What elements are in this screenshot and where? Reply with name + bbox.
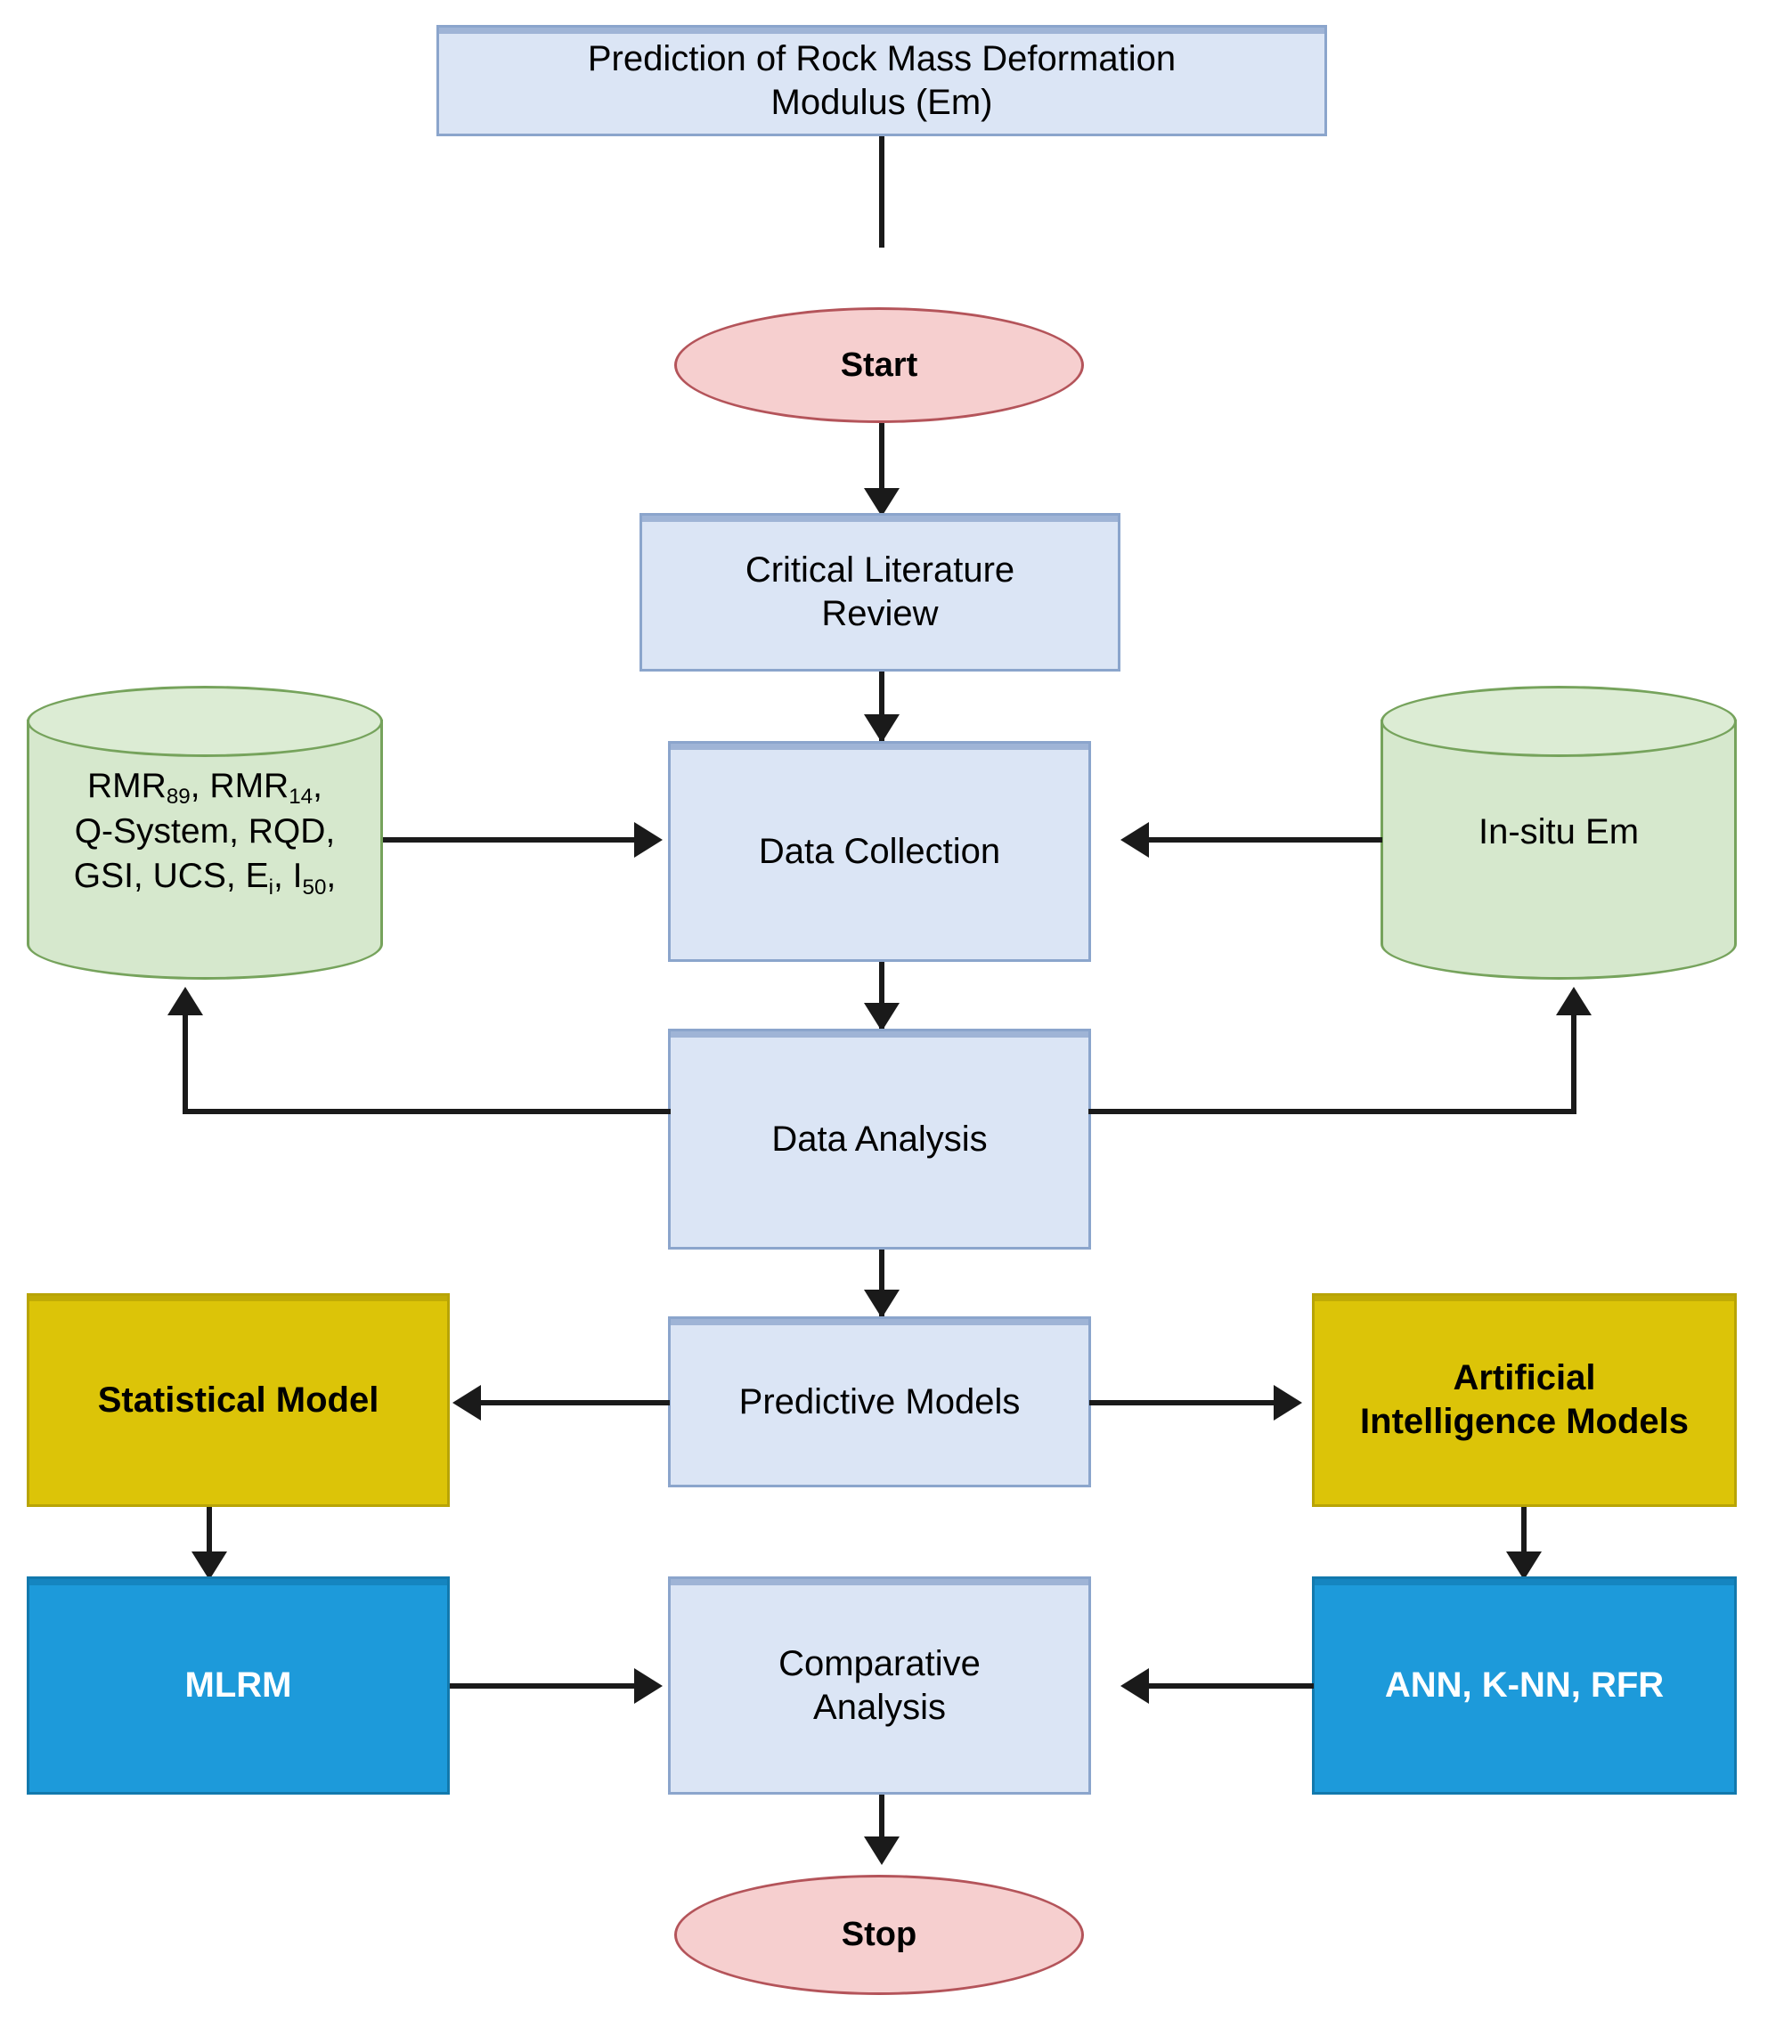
review-line-2: Review	[821, 594, 939, 633]
arrow-predictive-to-statistical	[452, 1385, 481, 1421]
db-line1-b: RMR	[209, 766, 289, 805]
ai-methods-label: ANN, K-NN, RFR	[1384, 1665, 1665, 1706]
db-line3-mid: , I	[273, 857, 303, 896]
arrow-analysis-to-inputdb	[167, 987, 203, 1015]
connector-analysis-to-insitudb-vertical	[1571, 1015, 1576, 1112]
db-line1-a: RMR	[87, 766, 167, 805]
comparative-analysis-box[interactable]: Comparative Analysis	[668, 1576, 1091, 1795]
arrow-analysis-to-predictive	[864, 1290, 900, 1318]
arrow-collection-to-analysis	[864, 1003, 900, 1031]
connector-insitudb-to-collection	[1149, 837, 1382, 843]
connector-review-to-collection	[879, 672, 884, 743]
connector-collection-to-analysis	[879, 962, 884, 1031]
db-line1-tail: ,	[313, 766, 322, 805]
in-situ-em-label: In-situ Em	[1478, 812, 1640, 851]
arrow-comparative-to-stop	[864, 1836, 900, 1865]
arrow-mlrm-to-comparative	[634, 1668, 663, 1704]
connector-predictive-to-statistical	[481, 1400, 670, 1405]
arrow-statistical-to-mlrm	[191, 1551, 227, 1580]
start-terminator[interactable]: Start	[674, 307, 1084, 423]
start-label: Start	[840, 346, 918, 384]
in-situ-em-database[interactable]: In-situ Em	[1381, 686, 1737, 980]
cylinder-body	[27, 720, 383, 944]
title-box[interactable]: Prediction of Rock Mass Deformation Modu…	[436, 25, 1327, 136]
cylinder-top-ellipse	[27, 686, 383, 757]
connector-analysis-to-insitudb-horizontal	[1088, 1109, 1576, 1114]
ai-methods-box[interactable]: ANN, K-NN, RFR	[1312, 1576, 1737, 1795]
cylinder-top-ellipse	[1381, 686, 1737, 757]
input-parameters-database[interactable]: RMR89, RMR14, Q-System, RQD, GSI, UCS, E…	[27, 686, 383, 980]
comparative-line-2: Analysis	[813, 1687, 946, 1727]
db-line1-b-sub: 14	[289, 785, 314, 810]
db-line1-sep: ,	[190, 766, 210, 805]
comparative-line-1: Comparative	[778, 1643, 981, 1683]
db-line1-a-sub: 89	[166, 785, 191, 810]
connector-title-to-start	[879, 136, 884, 248]
mlrm-label: MLRM	[184, 1665, 292, 1706]
arrow-analysis-to-insitudb	[1556, 987, 1592, 1015]
db-line2: Q-System, RQD,	[74, 811, 336, 851]
arrow-predictive-to-ai	[1274, 1385, 1302, 1421]
arrow-review-to-collection	[864, 714, 900, 743]
arrow-insitudb-to-collection	[1120, 822, 1149, 858]
arrow-inputdb-to-collection	[634, 822, 663, 858]
stop-terminator[interactable]: Stop	[674, 1875, 1084, 1995]
connector-predictive-to-ai	[1089, 1400, 1278, 1405]
db-line3-tail: ,	[326, 857, 337, 896]
connector-analysis-to-predictive	[879, 1250, 884, 1319]
connector-mlrm-to-comparative	[450, 1683, 641, 1689]
connector-start-to-review	[879, 423, 884, 503]
ai-models-line-1: Artificial	[1453, 1358, 1596, 1398]
review-line-1: Critical Literature	[745, 550, 1015, 590]
title-line-2: Modulus (Em)	[770, 82, 993, 122]
data-analysis-label: Data Analysis	[771, 1119, 988, 1159]
arrow-ai-to-methods	[1506, 1551, 1542, 1580]
cylinder-body	[1381, 720, 1737, 944]
critical-literature-review-box[interactable]: Critical Literature Review	[639, 513, 1120, 672]
data-collection-box[interactable]: Data Collection	[668, 741, 1091, 962]
arrow-aimethods-to-comparative	[1120, 1668, 1149, 1704]
connector-statistical-to-mlrm	[207, 1507, 212, 1560]
connector-ai-to-methods	[1521, 1507, 1527, 1560]
db-line3-a-sub: i	[268, 875, 273, 900]
title-line-1: Prediction of Rock Mass Deformation	[587, 38, 1177, 78]
arrow-start-to-review	[864, 488, 900, 517]
ai-models-line-2: Intelligence Models	[1360, 1402, 1689, 1441]
data-analysis-box[interactable]: Data Analysis	[668, 1029, 1091, 1250]
stop-label: Stop	[841, 1916, 917, 1954]
statistical-model-box[interactable]: Statistical Model	[27, 1293, 450, 1507]
db-line3-a: GSI, UCS, E	[73, 857, 269, 896]
statistical-model-label: Statistical Model	[97, 1380, 379, 1420]
db-line3-b-sub: 50	[302, 875, 327, 900]
data-collection-label: Data Collection	[758, 831, 1001, 871]
mlrm-box[interactable]: MLRM	[27, 1576, 450, 1795]
connector-analysis-to-inputdb-vertical	[183, 1015, 188, 1112]
ai-models-box[interactable]: Artificial Intelligence Models	[1312, 1293, 1737, 1507]
input-parameters-label: RMR89, RMR14, Q-System, RQD, GSI, UCS, E…	[27, 720, 383, 944]
predictive-models-box[interactable]: Predictive Models	[668, 1316, 1091, 1487]
connector-aimethods-to-comparative	[1149, 1683, 1314, 1689]
connector-comparative-to-stop	[879, 1795, 884, 1850]
predictive-models-label: Predictive Models	[738, 1381, 1021, 1421]
connector-analysis-to-inputdb-horizontal	[183, 1109, 671, 1114]
connector-inputdb-to-collection	[383, 837, 641, 843]
